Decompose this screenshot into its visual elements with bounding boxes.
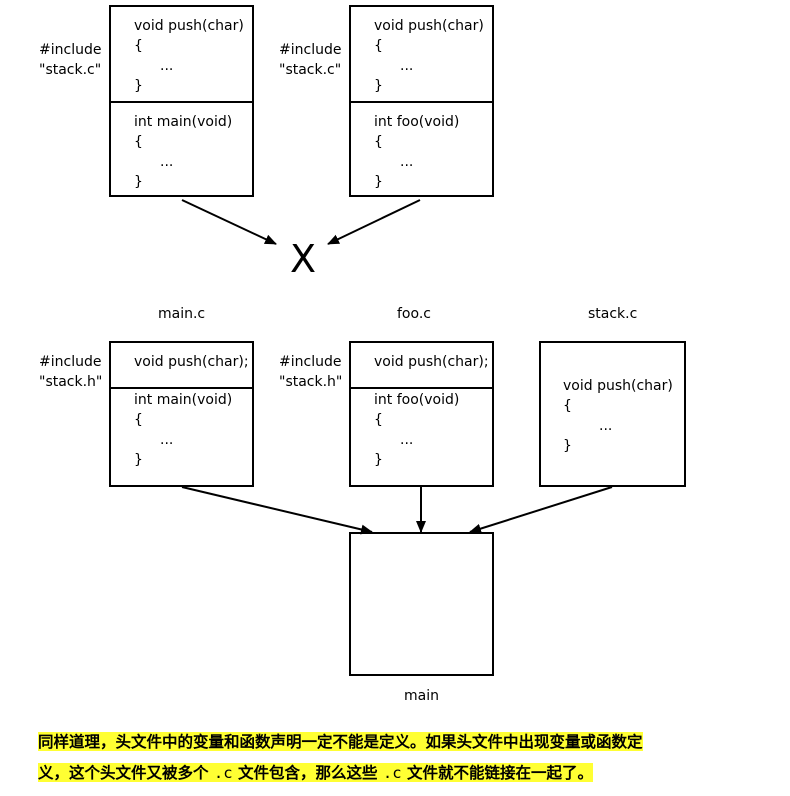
caption-line-1: 同样道理，头文件中的变量和函数声明一定不能是定义。如果头文件中出现变量或函数定 [38,726,790,757]
main-executable-box [349,532,494,676]
code-line: { [134,38,143,54]
code-line: ... [400,154,413,170]
caption-ext-1: .c [213,764,233,782]
code-line: ... [160,58,173,74]
caption-ext-2: .c [382,764,402,782]
caption-line-2: 义，这个头文件又被多个 .c 文件包含，那么这些 .c 文件就不能链接在一起了。 [38,757,790,789]
code-line: } [563,438,572,454]
caption-line-2-part-a: 义，这个头文件又被多个 [38,763,209,782]
include-directive: #include [39,42,101,58]
file-label-stack-c: stack.c [588,306,637,322]
code-line: } [134,452,143,468]
code-line: ... [400,432,413,448]
code-line: { [134,134,143,150]
arrow-stack-c-to-main [469,486,613,534]
include-directive: #include [279,42,341,58]
include-file: "stack.h" [39,374,102,390]
code-line: void push(char) [134,18,244,34]
caption-line-1-text: 同样道理，头文件中的变量和函数声明一定不能是定义。如果头文件中出现变量或函数定 [38,732,643,751]
bottom-left-box: #include "stack.h" void push(char); int … [39,341,254,487]
code-line: { [134,412,143,428]
code-line: ... [160,432,173,448]
bottom-right-box: void push(char) { ... } [539,341,686,487]
code-line: { [374,412,383,428]
arrow-left-to-x [181,199,277,245]
caption-text: 同样道理，头文件中的变量和函数声明一定不能是定义。如果头文件中出现变量或函数定 … [38,726,790,789]
code-line: ... [400,58,413,74]
code-line: { [374,134,383,150]
code-line: ... [160,154,173,170]
code-line: } [134,78,143,94]
code-line: } [134,174,143,190]
code-line: } [374,78,383,94]
code-line: { [563,398,572,414]
caption-line-2-part-c: 文件就不能链接在一起了。 [407,763,594,782]
include-directive: #include [279,354,341,370]
code-line: int foo(void) [374,392,459,408]
code-line: void push(char); [134,354,249,370]
code-line: } [374,174,383,190]
code-line: void push(char) [374,18,484,34]
code-line: { [374,38,383,54]
code-line: int foo(void) [374,114,459,130]
arrow-right-to-x [327,199,421,245]
code-line: ... [599,418,612,434]
include-file: "stack.c" [39,62,101,78]
include-file: "stack.c" [279,62,341,78]
code-line: void push(char); [374,354,489,370]
top-right-box: #include "stack.c" void push(char) { ...… [279,5,494,197]
code-line: void push(char) [563,378,673,394]
link-failure-mark: X [290,237,316,281]
file-label-main-c: main.c [158,306,205,322]
include-file: "stack.h" [279,374,342,390]
code-line: } [374,452,383,468]
top-left-box: #include "stack.c" void push(char) { ...… [39,5,254,197]
code-line: int main(void) [134,114,232,130]
include-directive: #include [39,354,101,370]
bottom-middle-box: #include "stack.h" void push(char); int … [279,341,494,487]
arrow-main-c-to-main [181,486,373,535]
file-label-foo-c: foo.c [397,306,431,322]
output-label-main: main [404,688,439,704]
code-line: int main(void) [134,392,232,408]
caption-line-2-part-b: 文件包含，那么这些 [238,763,378,782]
